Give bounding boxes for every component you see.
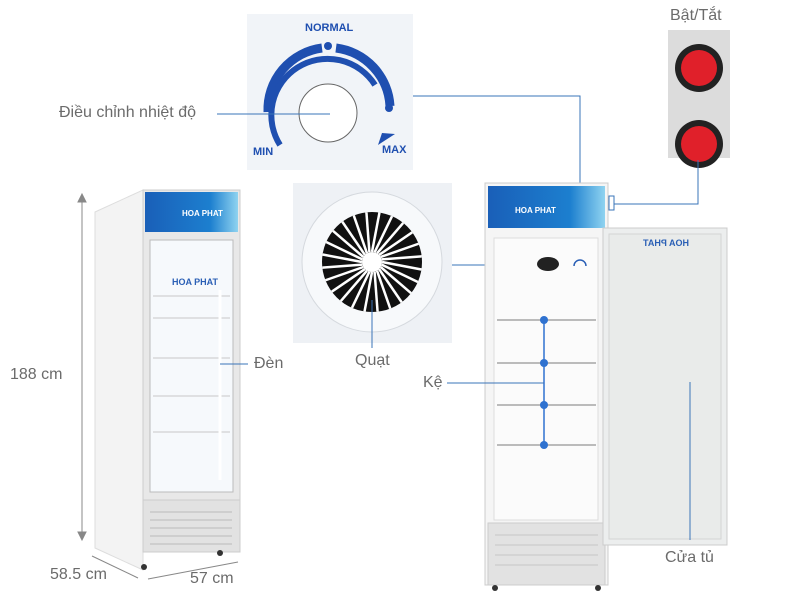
fan-blade: [322, 253, 363, 264]
fan-blade: [375, 270, 392, 309]
dial-normal-label: NORMAL: [305, 22, 354, 34]
svg-text:HOA PHAT: HOA PHAT: [643, 238, 690, 248]
height-dimension: 188 cm: [10, 366, 63, 383]
left-fridge-image: HOA PHAT HOA PHAT: [94, 189, 241, 571]
svg-text:HOA PHAT: HOA PHAT: [172, 277, 219, 287]
fan-blade: [373, 215, 394, 253]
fan-blade: [363, 271, 374, 312]
fan-blade: [339, 269, 368, 302]
dimension-arrows: [77, 192, 239, 580]
fan-blade: [380, 242, 419, 259]
fan-blade: [381, 260, 422, 271]
fan-label: Quạt: [355, 352, 390, 369]
door-label: Cửa tủ: [665, 549, 714, 566]
fan-inset: [293, 183, 452, 343]
dial-max-label: MAX: [382, 144, 407, 156]
svg-text:HOA PHAT: HOA PHAT: [182, 209, 223, 218]
fan-blade: [341, 221, 366, 256]
fan-blade: [325, 265, 364, 282]
thermostat-label: Điều chỉnh nhiệt độ: [59, 104, 196, 121]
fan-blade: [322, 263, 363, 269]
fan-blade: [376, 222, 405, 255]
svg-text:HOA PHAT: HOA PHAT: [515, 206, 556, 215]
dial-min-label: MIN: [253, 146, 274, 158]
power-switch-label: Bật/Tắt: [670, 7, 722, 24]
power-switch-inset: [668, 30, 730, 168]
fan-blade: [350, 271, 371, 309]
fan-blade: [378, 268, 403, 303]
fan-blade: [365, 212, 371, 253]
shelves-label: Kệ: [423, 374, 443, 391]
fan-blade: [378, 231, 413, 256]
fan-blade: [373, 271, 379, 312]
fan-blade: [331, 268, 366, 293]
shelf-markers: [447, 316, 548, 449]
fan-blade: [370, 212, 381, 253]
fan-blade: [332, 229, 365, 258]
fan-blade: [381, 263, 419, 284]
light-label: Đèn: [254, 355, 284, 372]
depth-dimension: 58.5 cm: [50, 566, 107, 583]
fan-blade: [352, 215, 369, 254]
width-dimension: 57 cm: [190, 570, 234, 587]
thermostat-dial-inset: [247, 14, 413, 170]
right-fridge-image: HOA PHAT HOA PHAT: [484, 182, 728, 591]
fan-blade: [381, 255, 422, 261]
fan-blade: [325, 240, 363, 261]
fan-blade: [379, 266, 412, 295]
